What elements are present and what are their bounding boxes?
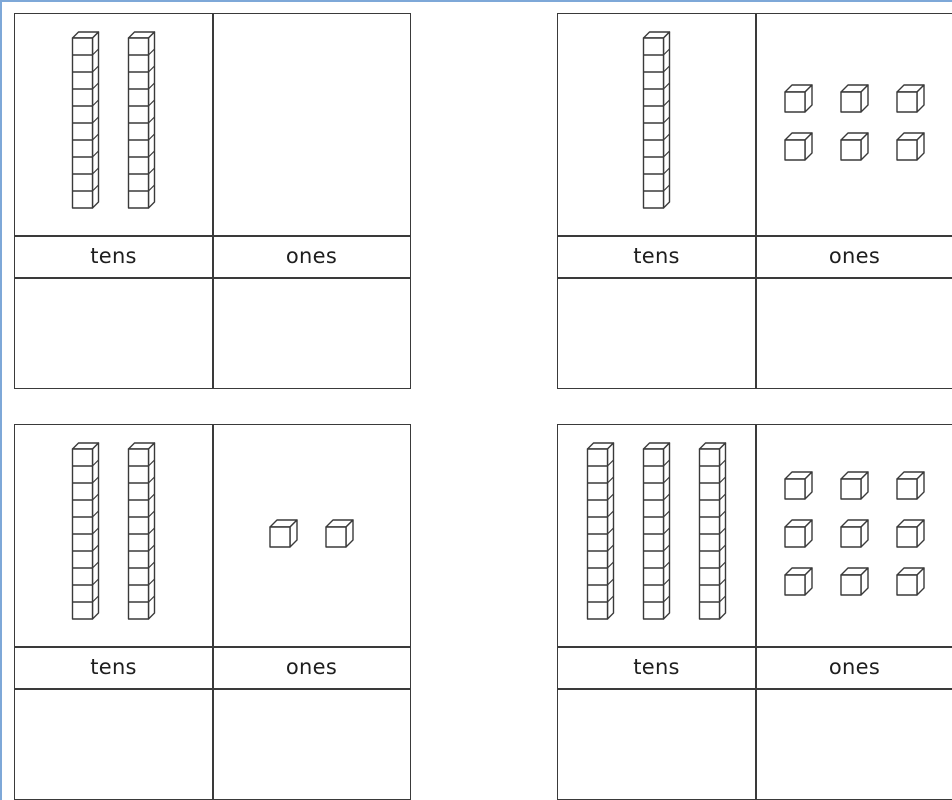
tens-rod: [73, 32, 99, 208]
window-frame-left: [0, 0, 2, 800]
ones-cube: [841, 85, 868, 112]
ones-answer-box[interactable]: [214, 279, 409, 387]
ones-cube: [785, 85, 812, 112]
tens-label: tens: [15, 647, 212, 688]
ones-picture: [214, 14, 409, 235]
tens-picture: [558, 425, 755, 646]
ones-picture: [757, 14, 952, 235]
ones-label: ones: [214, 647, 409, 688]
ones-cube: [897, 133, 924, 160]
ones-cube: [785, 472, 812, 499]
tens-picture: [558, 14, 755, 235]
tens-rod: [129, 32, 155, 208]
tens-rod: [588, 443, 614, 619]
place-value-chart-2: tens ones: [557, 13, 952, 389]
ones-picture: [757, 425, 952, 646]
ones-cube: [326, 520, 353, 547]
ones-label: ones: [757, 647, 952, 688]
place-value-chart-1: tens ones: [14, 13, 411, 389]
ones-answer-box[interactable]: [757, 279, 952, 387]
tens-answer-box[interactable]: [15, 279, 212, 387]
ones-cube: [785, 568, 812, 595]
tens-answer-box[interactable]: [15, 690, 212, 798]
ones-cube: [841, 520, 868, 547]
tens-rod: [73, 443, 99, 619]
ones-cube: [897, 472, 924, 499]
tens-rod: [644, 32, 670, 208]
tens-answer-box[interactable]: [558, 690, 755, 798]
ones-cube: [841, 133, 868, 160]
place-value-chart-4: tens ones: [557, 424, 952, 800]
ones-answer-box[interactable]: [757, 690, 952, 798]
window-frame-top: [0, 0, 952, 2]
tens-label: tens: [558, 236, 755, 277]
tens-answer-box[interactable]: [558, 279, 755, 387]
ones-label: ones: [757, 236, 952, 277]
tens-picture: [15, 425, 212, 646]
tens-rod: [644, 443, 670, 619]
ones-cube: [785, 133, 812, 160]
ones-cube: [841, 568, 868, 595]
tens-label: tens: [15, 236, 212, 277]
ones-label: ones: [214, 236, 409, 277]
tens-rod: [700, 443, 726, 619]
ones-cube: [897, 85, 924, 112]
ones-picture: [214, 425, 409, 646]
ones-cube: [270, 520, 297, 547]
tens-label: tens: [558, 647, 755, 688]
ones-cube: [785, 520, 812, 547]
ones-cube: [897, 520, 924, 547]
place-value-chart-3: tens ones: [14, 424, 411, 800]
ones-cube: [841, 472, 868, 499]
ones-cube: [897, 568, 924, 595]
ones-answer-box[interactable]: [214, 690, 409, 798]
tens-picture: [15, 14, 212, 235]
tens-rod: [129, 443, 155, 619]
